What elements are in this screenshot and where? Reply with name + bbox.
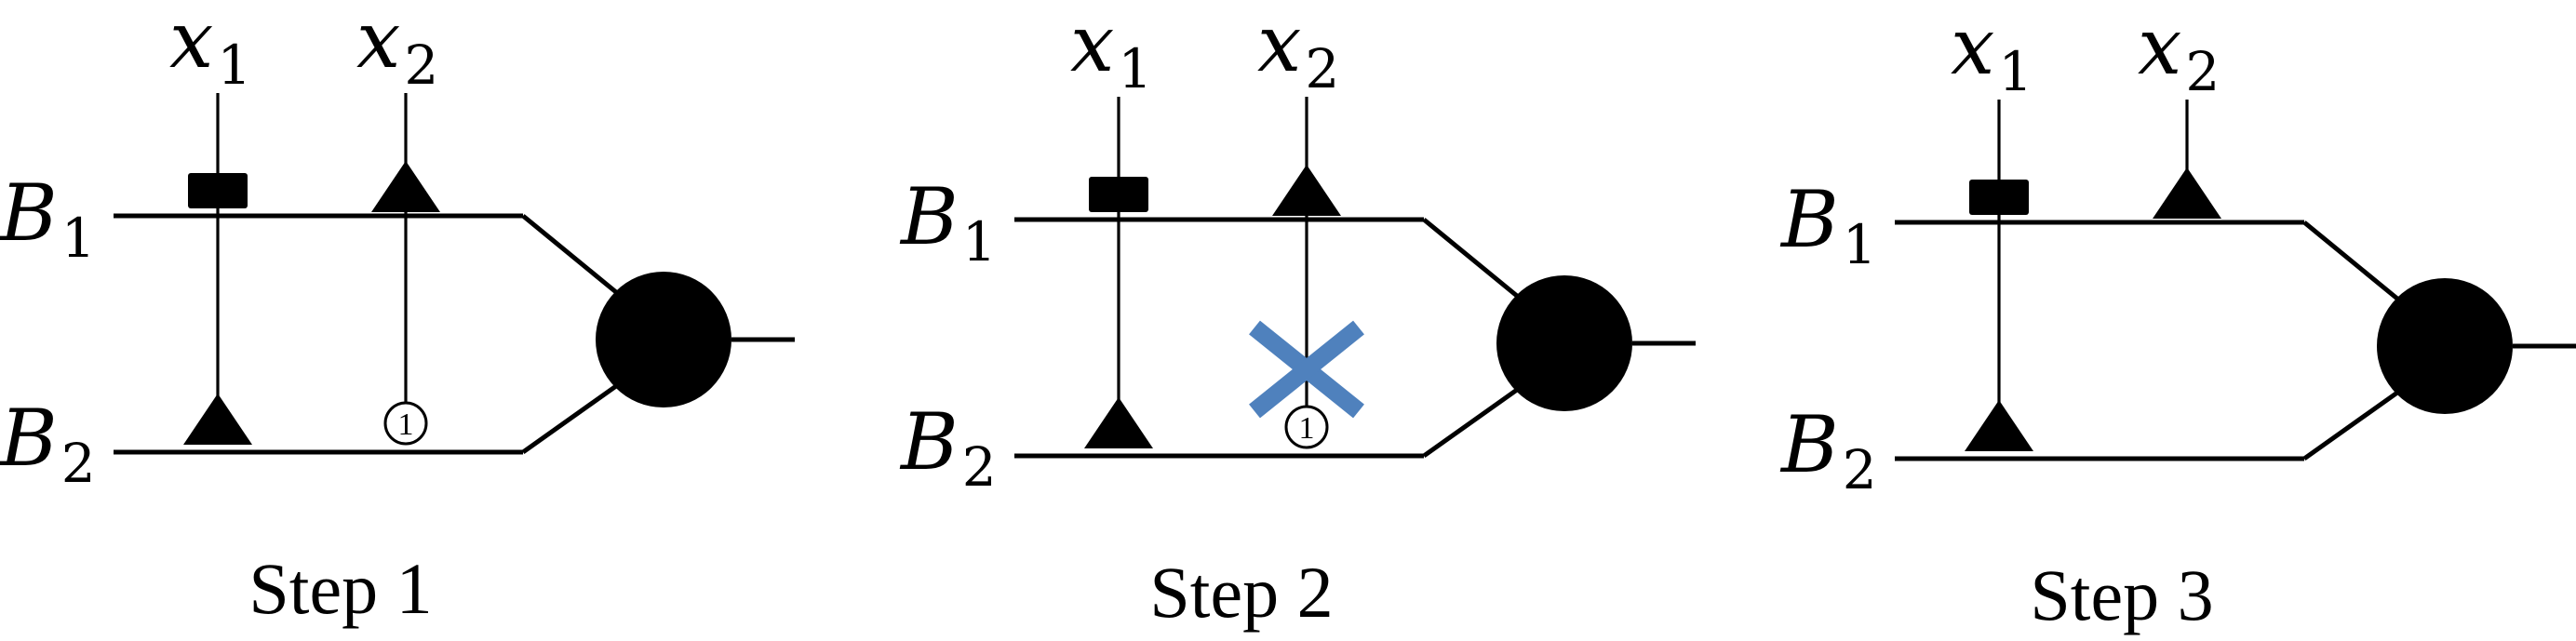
x1-triangle-marker	[1084, 397, 1153, 448]
numbered-circle-marker	[1284, 405, 1329, 449]
input-label-x1: x1	[169, 0, 251, 97]
input-label-x2: x2	[2138, 1, 2220, 103]
bus-label-b1: B1	[0, 167, 96, 270]
bus-merge-lower	[521, 383, 618, 455]
step-label: Step 2	[1149, 552, 1333, 633]
bus-label-b2: B2	[0, 393, 96, 495]
x2-triangle-marker	[1272, 165, 1341, 216]
output-node	[596, 272, 731, 407]
bus-label-b2: B2	[899, 396, 997, 499]
bus-merge-upper	[521, 214, 618, 294]
bus-label-b1: B1	[1779, 174, 1877, 276]
input-label-x2: x2	[1257, 0, 1339, 100]
x1-triangle-marker	[1965, 400, 2033, 451]
step-label: Step 1	[248, 548, 432, 629]
x1-square-marker	[1969, 180, 2029, 215]
x1-square-marker	[188, 173, 248, 208]
bus-merge-lower	[1422, 387, 1519, 459]
input-label-x1: x1	[1951, 1, 2033, 103]
bus-merge-upper	[2302, 220, 2399, 300]
x1-triangle-marker	[183, 394, 252, 445]
output-node	[2377, 278, 2513, 414]
bus-label-b2: B2	[1779, 399, 1877, 501]
step-label: Step 3	[2030, 554, 2213, 635]
x2-triangle-marker	[371, 161, 440, 212]
numbered-circle-label: 1	[398, 407, 414, 442]
bus-merge-lower	[2302, 390, 2399, 461]
bus-merge-upper	[1422, 218, 1519, 298]
input-label-x1: x1	[1070, 0, 1152, 100]
bus-label-b1: B1	[899, 171, 997, 274]
numbered-circle-label: 1	[1299, 411, 1315, 446]
output-node	[1496, 275, 1632, 411]
cross-out-icon	[1249, 320, 1364, 419]
numbered-circle-marker	[383, 401, 428, 446]
x2-triangle-marker	[2153, 167, 2221, 219]
input-label-x2: x2	[356, 0, 438, 97]
x1-square-marker	[1089, 177, 1148, 212]
